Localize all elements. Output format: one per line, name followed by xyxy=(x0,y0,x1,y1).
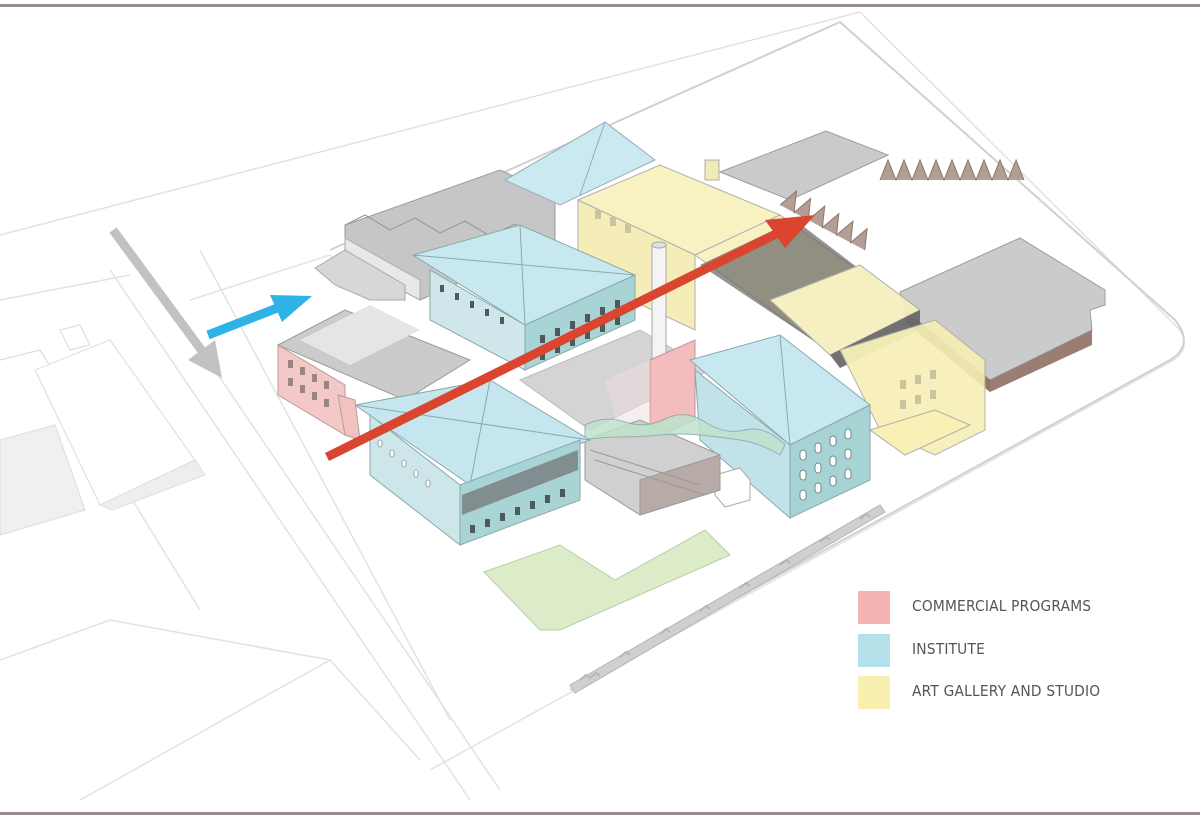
blue-approach-arrow xyxy=(206,295,312,340)
red-axis-arrow xyxy=(324,215,815,462)
institute-building-top xyxy=(503,121,656,206)
bottom-frame-line xyxy=(0,812,1200,815)
swatch-commercial xyxy=(858,591,890,624)
top-frame-line xyxy=(0,4,1200,7)
context-lines xyxy=(0,11,1185,801)
legend-label-commercial: COMMERCIAL PROGRAMS xyxy=(912,597,1092,615)
swatch-art-gallery xyxy=(858,676,890,709)
chimney xyxy=(651,241,667,361)
swatch-institute xyxy=(858,634,890,667)
legend-item-commercial: COMMERCIAL PROGRAMS xyxy=(858,591,1178,624)
commercial-building-left xyxy=(276,305,472,436)
green-lawn xyxy=(483,529,731,631)
gray-entry-arrow xyxy=(109,227,222,378)
ruin-structure xyxy=(584,419,721,516)
site-boundary xyxy=(329,20,1185,691)
institute-building-front xyxy=(353,379,592,547)
context-buildings xyxy=(0,324,206,536)
legend-item-art-gallery: ART GALLERY AND STUDIO xyxy=(858,676,1178,709)
legend-item-institute: INSTITUTE xyxy=(858,634,1178,667)
gray-sawtooth-buildings xyxy=(314,169,556,301)
toothed-wall xyxy=(569,504,886,694)
small-white-block xyxy=(714,467,751,508)
institute-building-right xyxy=(688,334,871,520)
legend-label-art-gallery: ART GALLERY AND STUDIO xyxy=(912,682,1101,700)
institute-building-center xyxy=(411,224,637,371)
legend-label-institute: INSTITUTE xyxy=(912,640,985,658)
green-canopy xyxy=(584,414,786,456)
